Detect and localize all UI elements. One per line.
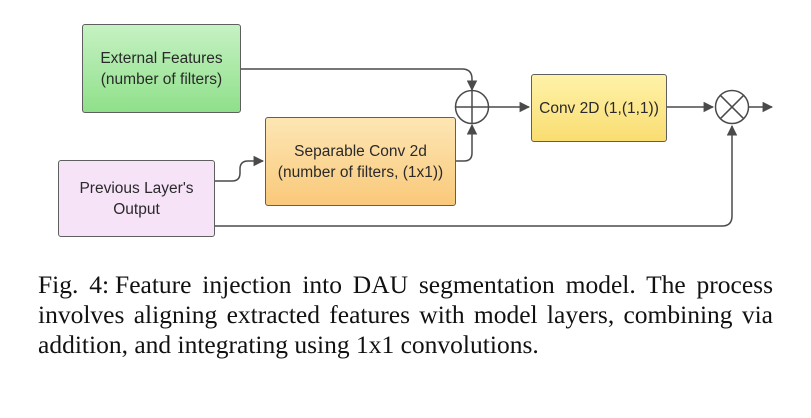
separable-conv-label: Separable Conv 2d (number of filters, (1… bbox=[277, 142, 444, 181]
diagram-connectors bbox=[215, 68, 774, 227]
feature-injection-diagram: External Features (number of filters) Se… bbox=[58, 24, 774, 237]
edge-external-to-add bbox=[241, 68, 478, 92]
external-features-node: External Features (number of filters) bbox=[82, 24, 241, 113]
external-features-label: External Features (number of filters) bbox=[100, 49, 223, 88]
edge-previous-skip-to-multiply bbox=[215, 124, 738, 227]
figure-caption: Fig. 4:Feature injection into DAU segmen… bbox=[38, 270, 773, 360]
multiplication-circle-times-icon bbox=[714, 89, 750, 125]
addition-circle-plus-icon bbox=[454, 89, 490, 125]
previous-layer-output-label: Previous Layer's Output bbox=[79, 179, 194, 218]
conv2d-label: Conv 2D (1,(1,1)) bbox=[539, 99, 659, 117]
previous-layer-output-node: Previous Layer's Output bbox=[58, 160, 215, 237]
figure-caption-text: Feature injection into DAU segmentation … bbox=[38, 270, 773, 359]
edge-separable-to-add bbox=[456, 123, 478, 162]
figure-caption-label: Fig. 4: bbox=[38, 270, 110, 299]
separable-conv-node: Separable Conv 2d (number of filters, (1… bbox=[265, 117, 456, 206]
conv2d-node: Conv 2D (1,(1,1)) bbox=[531, 74, 667, 142]
edge-previous-to-separable bbox=[215, 155, 265, 182]
